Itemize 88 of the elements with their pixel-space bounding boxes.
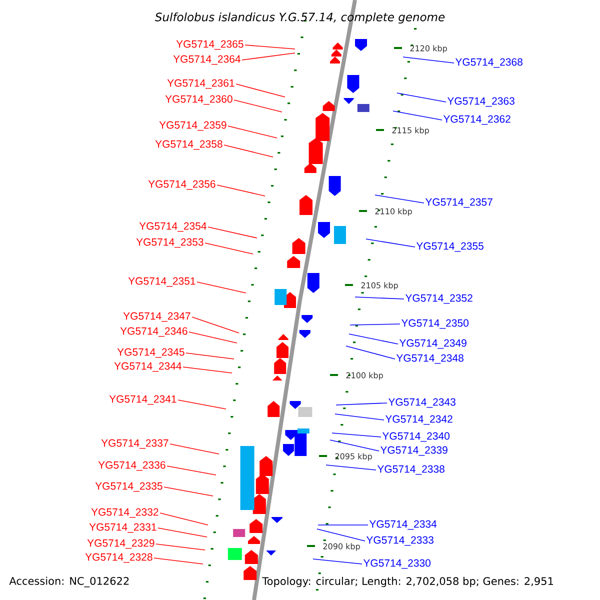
gene-label: YG5714_2352 — [405, 294, 472, 304]
gene-label: YG5714_2339 — [380, 446, 448, 456]
scale-label: 2100 kbp — [346, 372, 383, 380]
scale-label: 2090 kbp — [323, 543, 360, 551]
leader-line — [316, 528, 366, 542]
leader-line — [216, 184, 266, 196]
leader-line — [354, 296, 404, 300]
leader-line — [228, 126, 278, 138]
leader-line — [208, 226, 258, 238]
gene-label: YG5714_2363 — [447, 97, 514, 107]
gene-label: YG5714_2336 — [98, 461, 166, 471]
leader-line — [196, 282, 246, 294]
leader-line — [392, 110, 442, 120]
leader-line — [160, 512, 208, 526]
gene-label: YG5714_2362 — [443, 115, 510, 125]
gene-label: YG5714_2359 — [159, 121, 226, 131]
leader-line — [204, 242, 254, 254]
leader-line — [326, 464, 376, 470]
leader-line — [188, 332, 238, 344]
gene-label: YG5714_2354 — [139, 222, 206, 232]
gene-label: YG5714_2333 — [366, 536, 434, 546]
gene-label: YG5714_2361 — [167, 79, 234, 89]
leader-line — [170, 444, 220, 454]
gene-label: YG5714_2332 — [91, 508, 158, 518]
gene-label: YG5714_2328 — [85, 553, 152, 563]
leader-line — [224, 144, 274, 158]
leader-line — [156, 544, 206, 550]
title: Sulfolobus islandicus Y.G.57.14, complete genome — [155, 12, 445, 24]
gene-label: YG5714_2343 — [388, 398, 456, 408]
gene-label: YG5714_2345 — [117, 348, 184, 358]
gene-label: YG5714_2342 — [385, 415, 452, 425]
gene-label: YG5714_2344 — [114, 362, 182, 372]
gene-label: YG5714_2330 — [363, 559, 430, 569]
gene-label: YG5714_2335 — [95, 482, 162, 492]
gene-label: YG5714_2355 — [416, 242, 484, 252]
gene-label: YG5714_2329 — [87, 539, 154, 549]
gene-label: YG5714_2351 — [128, 277, 196, 287]
leader-line — [348, 334, 398, 344]
scale-label: 2115 kbp — [392, 127, 429, 135]
gene-label: YG5714_2348 — [396, 354, 464, 364]
genome-info-label: Topology: circular; Length: 2,702,058 bp; Genes: 2,951 — [261, 576, 555, 588]
leader-line — [178, 400, 226, 410]
leader-line — [234, 100, 282, 112]
gene-label: YG5714_2364 — [173, 55, 240, 65]
leader-line — [346, 346, 396, 360]
leader-line — [312, 558, 362, 564]
gene-label: YG5714_2347 — [123, 312, 190, 322]
leader-line — [374, 194, 424, 204]
scale-label: 2120 kbp — [410, 45, 447, 53]
leader-line — [242, 52, 296, 60]
accession-label: Accession: NC_012622 — [8, 576, 131, 588]
gene-label: YG5714_2346 — [120, 327, 188, 337]
leader-line — [244, 44, 296, 50]
gene-label: YG5714_2337 — [101, 439, 168, 449]
leader-line — [332, 432, 382, 438]
gene-label: YG5714_2350 — [401, 319, 468, 329]
leader-line — [186, 352, 234, 360]
leader-line — [166, 466, 216, 476]
leader-line — [330, 440, 380, 452]
gene-label: YG5714_2353 — [136, 238, 204, 248]
gene-label: YG5714_2357 — [425, 198, 492, 208]
gene-label: YG5714_2341 — [109, 395, 176, 405]
gene-label: YG5714_2356 — [148, 180, 216, 190]
scale-label: 2095 kbp — [335, 453, 372, 461]
gene-label: YG5714_2365 — [176, 40, 244, 50]
leader-line — [318, 524, 368, 526]
leader-line — [192, 316, 240, 334]
gene-label: YG5714_2331 — [89, 523, 156, 533]
leader-line — [164, 486, 214, 496]
leader-line — [350, 324, 400, 326]
scale-label: 2105 kbp — [361, 282, 398, 290]
leader-line — [334, 414, 384, 420]
leader-line — [402, 56, 454, 64]
gene-label: YG5714_2338 — [377, 465, 444, 475]
leader-line — [336, 402, 388, 406]
gene-label: YG5714_2340 — [382, 432, 450, 442]
gene-label: YG5714_2349 — [399, 339, 466, 349]
gene-label: YG5714_2358 — [155, 140, 222, 150]
leader-line — [366, 238, 416, 248]
leader-line — [158, 528, 208, 538]
leader-line — [396, 92, 446, 102]
leader-line — [182, 366, 232, 374]
gene-label: YG5714_2360 — [165, 95, 232, 105]
scale-label: 2110 kbp — [375, 208, 412, 216]
gene-label: YG5714_2368 — [455, 58, 522, 68]
gene-label: YG5714_2334 — [369, 520, 437, 530]
leader-line — [236, 84, 286, 98]
leader-line — [154, 558, 204, 564]
